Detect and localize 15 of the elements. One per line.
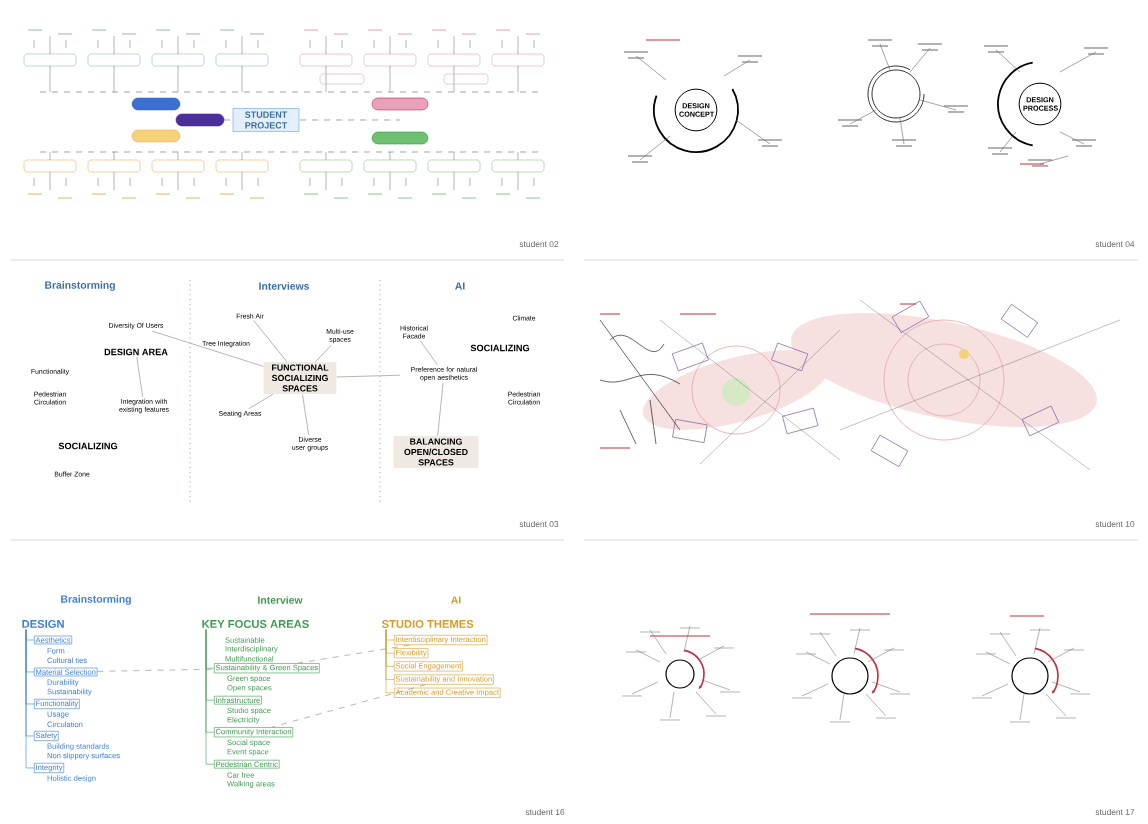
connector-line (25, 629, 35, 769)
connector-line (97, 668, 215, 672)
connector-line (297, 644, 410, 664)
connector-line (248, 394, 274, 410)
connector-line (315, 344, 332, 362)
connector-line (419, 340, 438, 366)
connector-line (271, 684, 426, 728)
connector-line (302, 394, 309, 436)
connector-line (437, 382, 444, 436)
connector-line (385, 629, 395, 694)
connector-line (253, 320, 288, 362)
connector-line (336, 374, 401, 378)
connector-line (205, 629, 215, 765)
connector-line (136, 356, 143, 398)
connector-line (152, 330, 264, 367)
